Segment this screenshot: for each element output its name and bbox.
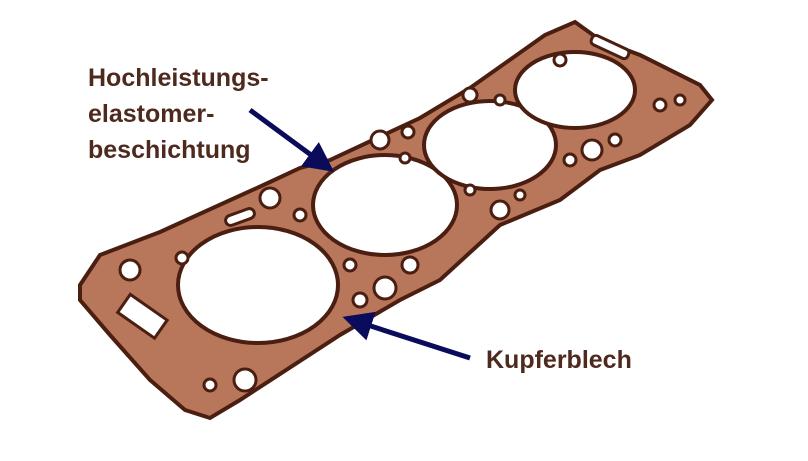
cylinder-bore-4 [513, 50, 637, 130]
cylinder-bore-3 [422, 99, 558, 191]
cylinder-bore-1 [176, 225, 340, 345]
bolt-holes [115, 33, 687, 393]
arrow-copper-sheet [342, 311, 471, 361]
label-line: beschichtung [88, 136, 251, 164]
label-elastomer-coating: Hochleistungs- elastomer- beschichtung [88, 60, 269, 168]
cylinder-bores [176, 50, 637, 345]
label-line: elastomer- [88, 100, 215, 128]
cylinder-bore-2 [311, 153, 459, 257]
arrow-coating [248, 107, 335, 172]
label-line: Hochleistungs- [88, 64, 269, 92]
label-copper-sheet: Kupferblech [486, 346, 632, 374]
